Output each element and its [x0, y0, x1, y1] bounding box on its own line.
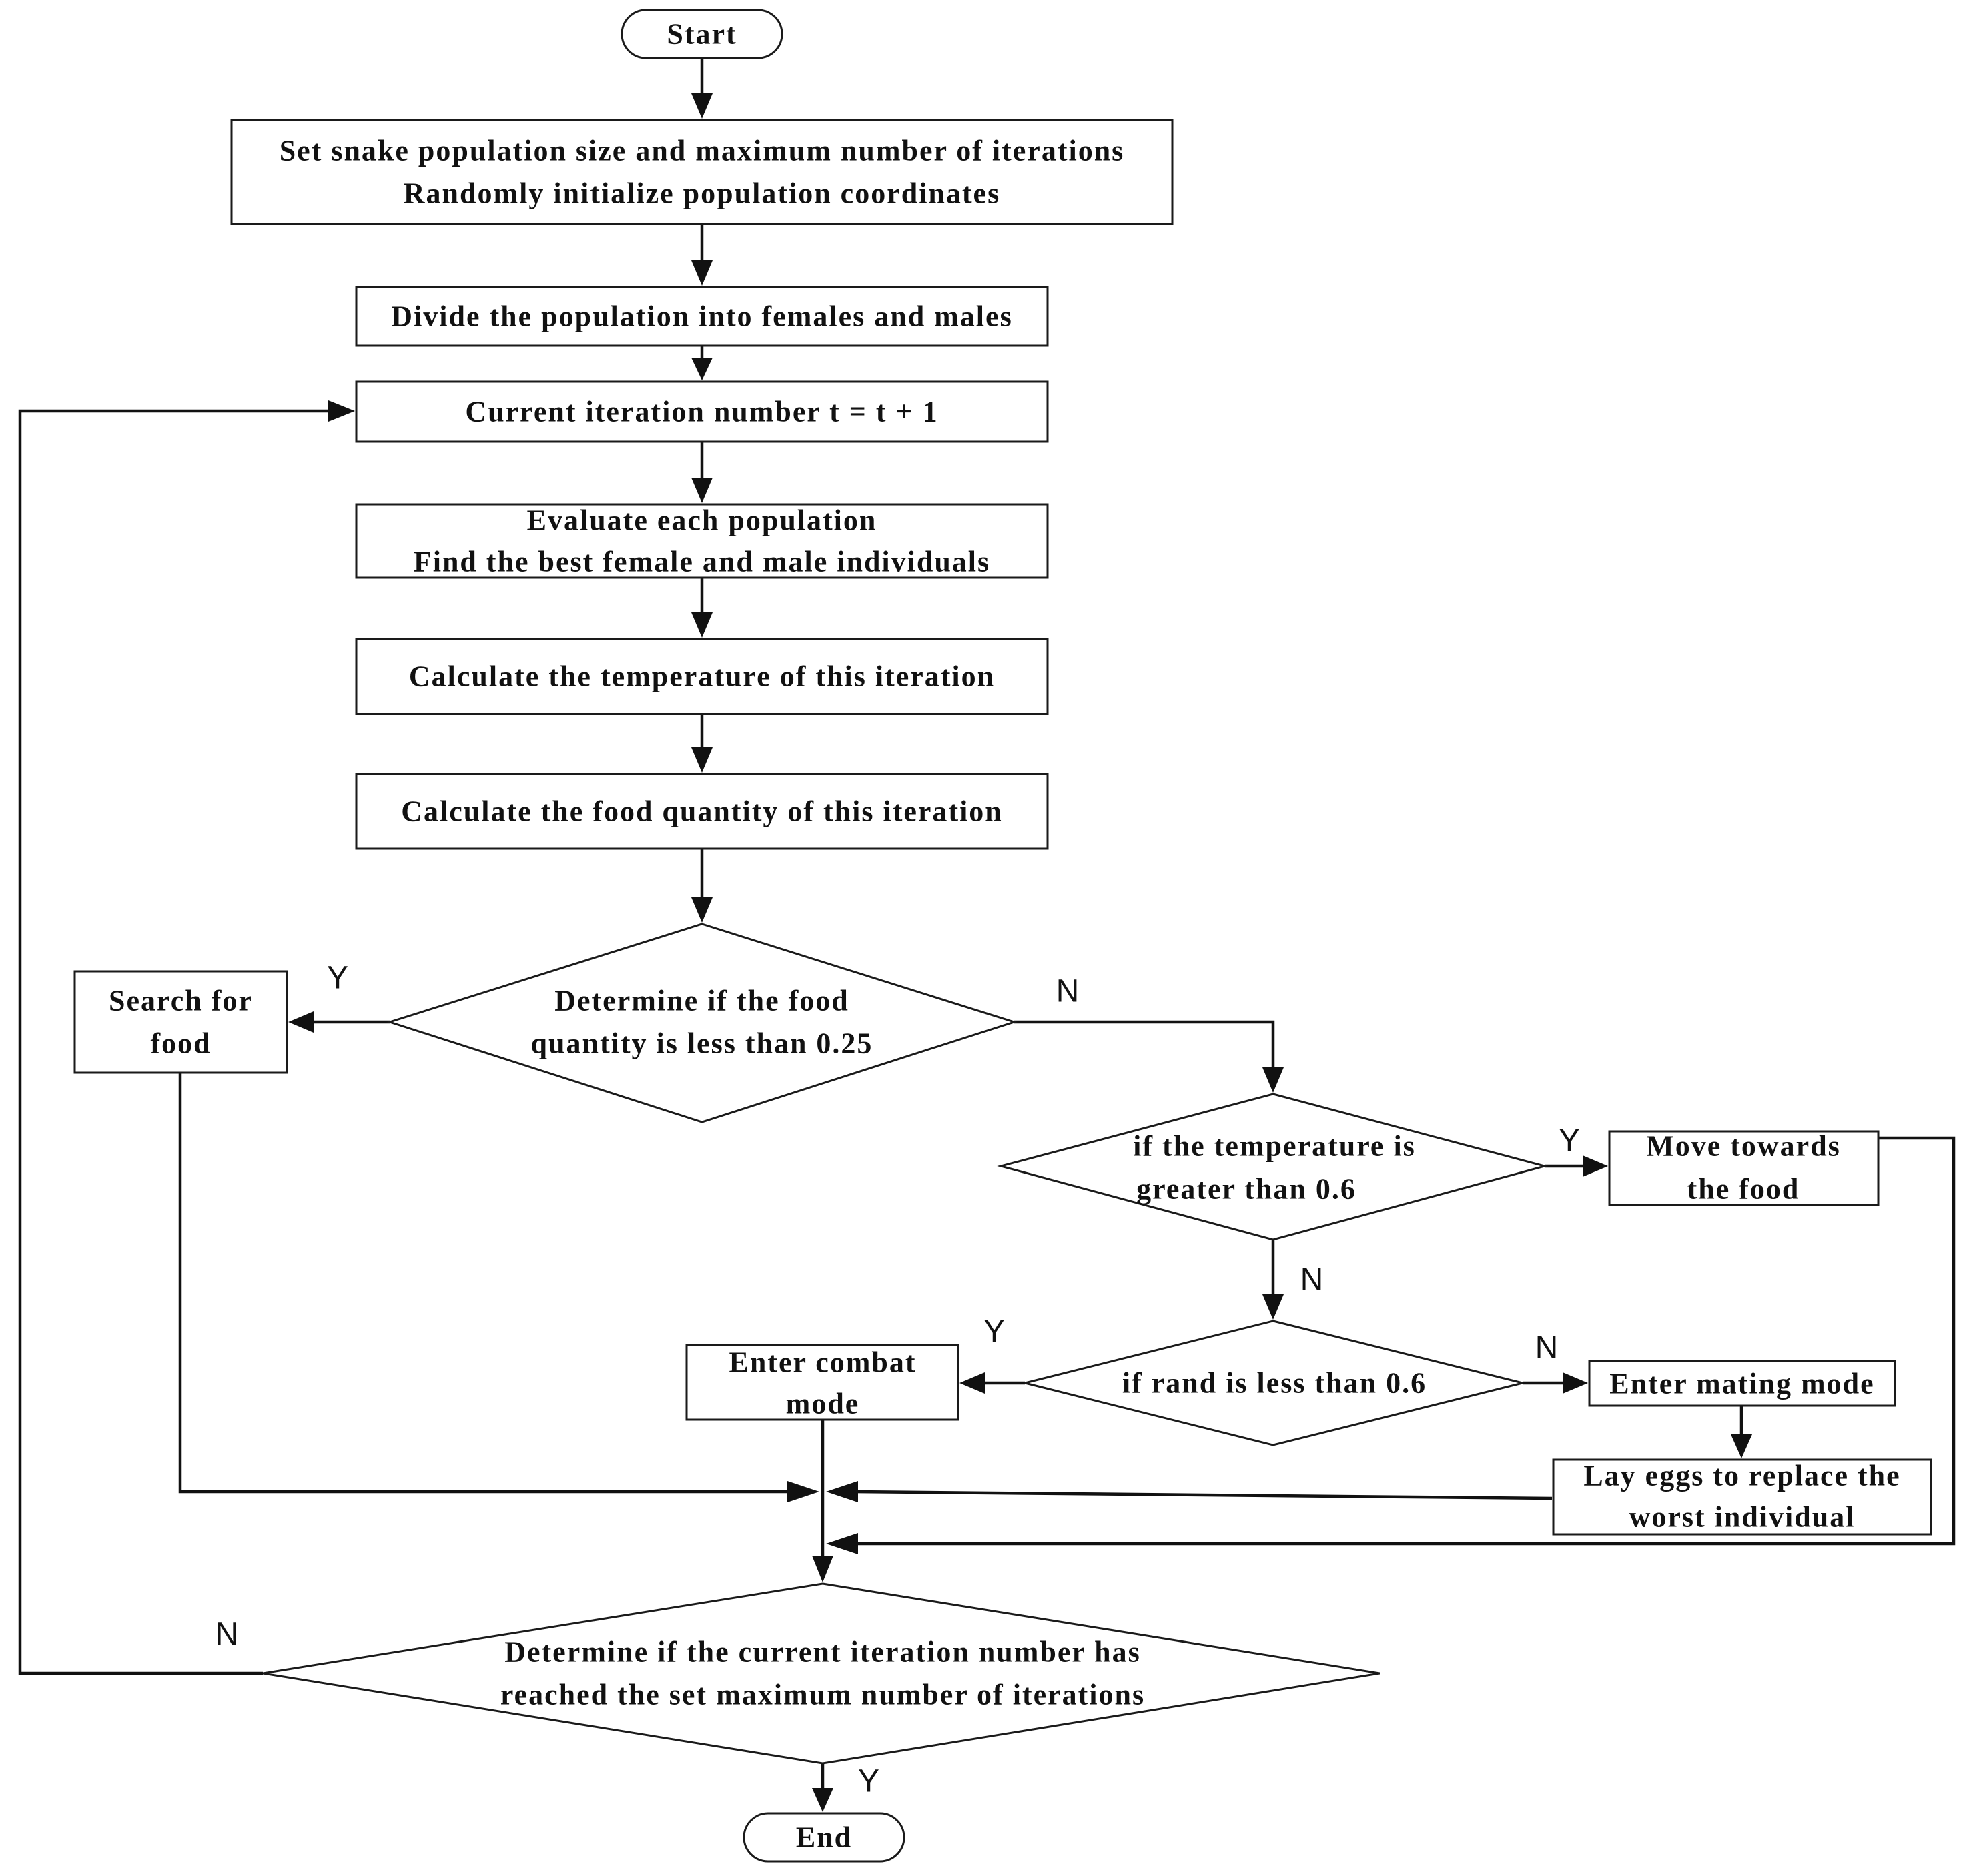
temperature-decision-line1: if the temperature is	[1133, 1130, 1416, 1163]
temperature-decision-line2: greater than 0.6	[1136, 1173, 1356, 1206]
arrowhead-icon	[691, 897, 713, 923]
arrowhead-icon	[691, 478, 713, 503]
arrowhead-icon	[812, 1788, 833, 1812]
start-terminator	[621, 9, 783, 59]
end-terminator	[743, 1812, 905, 1863]
label-temp-yes: Y	[1559, 1123, 1580, 1159]
connectors	[18, 58, 1956, 1812]
arrowhead-icon	[826, 1533, 858, 1554]
arrowhead-icon	[691, 93, 713, 119]
evaluate-process	[355, 503, 1049, 579]
move-food-line1: Move towards	[1646, 1130, 1841, 1163]
divide-label: Divide the population into females and m…	[391, 300, 1012, 333]
arrowhead-icon	[1563, 1372, 1588, 1394]
init-label-line1: Set snake population size and maximum nu…	[280, 135, 1125, 167]
edge-max-no	[18, 409, 328, 1675]
edge-food-no	[1014, 1020, 1275, 1067]
arrowhead-icon	[691, 260, 713, 286]
arrowhead-icon	[1583, 1155, 1608, 1177]
arrowhead-icon	[1262, 1294, 1284, 1320]
mating-label: Enter mating mode	[1609, 1368, 1874, 1400]
arrowhead-icon	[691, 358, 713, 380]
move-food-process	[1608, 1130, 1880, 1206]
arrowhead-icon	[826, 1481, 858, 1502]
label-food-no: N	[1056, 974, 1080, 1009]
search-food-line2: food	[150, 1027, 211, 1060]
combat-line2: mode	[786, 1388, 860, 1420]
nodes: Start Set snake population size and maxi…	[73, 9, 1932, 1863]
max-decision-line2: reached the set maximum number of iterat…	[500, 1679, 1145, 1711]
combat-process	[685, 1344, 959, 1421]
arrowhead-icon	[1262, 1067, 1284, 1093]
evaluate-label-line2: Find the best female and male individual…	[414, 546, 990, 578]
lay-eggs-line2: worst individual	[1629, 1501, 1856, 1534]
end-label: End	[796, 1821, 852, 1854]
iteration-label: Current iteration number t = t + 1	[465, 396, 938, 428]
edge-search-merge	[178, 1073, 787, 1494]
food-decision-line2: quantity is less than 0.25	[531, 1027, 873, 1060]
label-temp-no: N	[1300, 1262, 1324, 1298]
lay-eggs-process	[1552, 1458, 1932, 1536]
arrowhead-icon	[328, 400, 355, 422]
rand-decision	[1024, 1320, 1523, 1446]
label-max-yes: Y	[858, 1764, 879, 1799]
max-decision-line1: Determine if the current iteration numbe…	[504, 1636, 1141, 1669]
start-label: Start	[667, 18, 737, 51]
label-max-no: N	[216, 1617, 239, 1653]
arrowhead-icon	[787, 1481, 819, 1502]
edge-labels: Y N Y N Y N N Y	[216, 961, 1580, 1799]
rand-decision-label: if rand is less than 0.6	[1122, 1367, 1427, 1400]
food-quantity-process	[355, 773, 1049, 850]
move-food-line2: the food	[1687, 1173, 1800, 1206]
init-label-line2: Randomly initialize population coordinat…	[404, 177, 1000, 210]
iteration-process	[355, 380, 1049, 443]
food-quantity-label: Calculate the food quantity of this iter…	[401, 795, 1003, 828]
temperature-label: Calculate the temperature of this iterat…	[409, 660, 995, 693]
search-food-line1: Search for	[109, 985, 253, 1017]
max-iteration-decision	[262, 1582, 1380, 1765]
lay-eggs-line1: Lay eggs to replace the	[1583, 1460, 1900, 1492]
temperature-decision	[997, 1093, 1549, 1241]
edge-eggs-merge	[853, 1490, 1553, 1500]
edge-move-merge	[854, 1136, 1956, 1546]
arrowhead-icon	[691, 747, 713, 773]
arrowhead-icon	[1731, 1434, 1752, 1458]
arrowhead-icon	[288, 1011, 314, 1033]
temperature-process	[355, 638, 1049, 715]
food-decision	[386, 923, 1018, 1123]
evaluate-label-line1: Evaluate each population	[527, 504, 877, 537]
init-process	[230, 119, 1174, 225]
arrowhead-icon	[812, 1556, 833, 1582]
food-decision-line1: Determine if the food	[554, 985, 849, 1017]
divide-process	[355, 286, 1049, 347]
combat-line1: Enter combat	[729, 1346, 916, 1379]
arrowhead-icon	[959, 1372, 985, 1394]
label-rand-yes: Y	[983, 1314, 1005, 1350]
search-food-process	[73, 970, 288, 1074]
label-rand-no: N	[1535, 1330, 1559, 1366]
mating-process	[1588, 1360, 1896, 1407]
label-food-yes: Y	[327, 961, 348, 996]
arrowhead-icon	[691, 612, 713, 638]
